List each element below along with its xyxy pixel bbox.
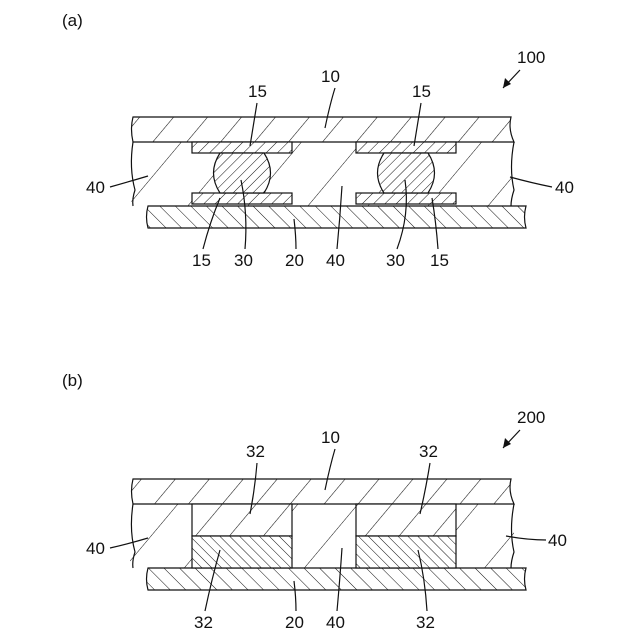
- label-15-bottom-left: 15: [192, 251, 211, 270]
- pad-bottom-left-15: [192, 193, 292, 204]
- fill-layer-40: [129, 142, 515, 206]
- label-40-right-b: 40: [548, 531, 567, 550]
- leader-40-right-a: [510, 177, 552, 187]
- label-40-center-b: 40: [326, 613, 345, 632]
- label-32-top-left: 32: [246, 442, 265, 461]
- label-15-bottom-right: 15: [430, 251, 449, 270]
- top-substrate-10: [132, 117, 515, 142]
- label-20-a: 20: [285, 251, 304, 270]
- label-40-left-a: 40: [86, 178, 105, 197]
- ref-number-200: 200: [517, 408, 545, 427]
- conductor-bottom-left-32: [192, 536, 292, 568]
- label-10-b: 10: [321, 428, 340, 447]
- conductor-top-left-32: [192, 504, 292, 536]
- ref-arrowhead-200: [503, 438, 511, 448]
- label-20-b: 20: [285, 613, 304, 632]
- figure-b: (b) 200 10 32 32 40 40 32: [62, 371, 567, 632]
- figure-a: (a) 100 10 15 15 40: [62, 11, 574, 270]
- label-40-left-b: 40: [86, 539, 105, 558]
- label-32-bottom-right: 32: [416, 613, 435, 632]
- conductor-bottom-right-32: [356, 536, 456, 568]
- pad-top-left-15: [192, 142, 292, 153]
- label-30-left: 30: [234, 251, 253, 270]
- label-15-top-right: 15: [412, 82, 431, 101]
- panel-label-b: (b): [62, 371, 83, 390]
- label-15-top-left: 15: [248, 82, 267, 101]
- label-40-right-a: 40: [555, 178, 574, 197]
- bottom-substrate-20-b: [147, 568, 527, 590]
- conductor-top-right-32: [356, 504, 456, 536]
- label-30-right: 30: [386, 251, 405, 270]
- panel-label-a: (a): [62, 11, 83, 30]
- label-40-center-a: 40: [326, 251, 345, 270]
- top-substrate-10-b: [132, 479, 515, 504]
- label-10-a: 10: [321, 67, 340, 86]
- fill-layer-40-b: [129, 504, 515, 568]
- label-32-bottom-left: 32: [194, 613, 213, 632]
- ref-number-100: 100: [517, 48, 545, 67]
- ref-arrowhead-100: [503, 78, 511, 88]
- bottom-substrate-20: [147, 206, 527, 228]
- label-32-top-right: 32: [419, 442, 438, 461]
- pad-top-right-15: [356, 142, 456, 153]
